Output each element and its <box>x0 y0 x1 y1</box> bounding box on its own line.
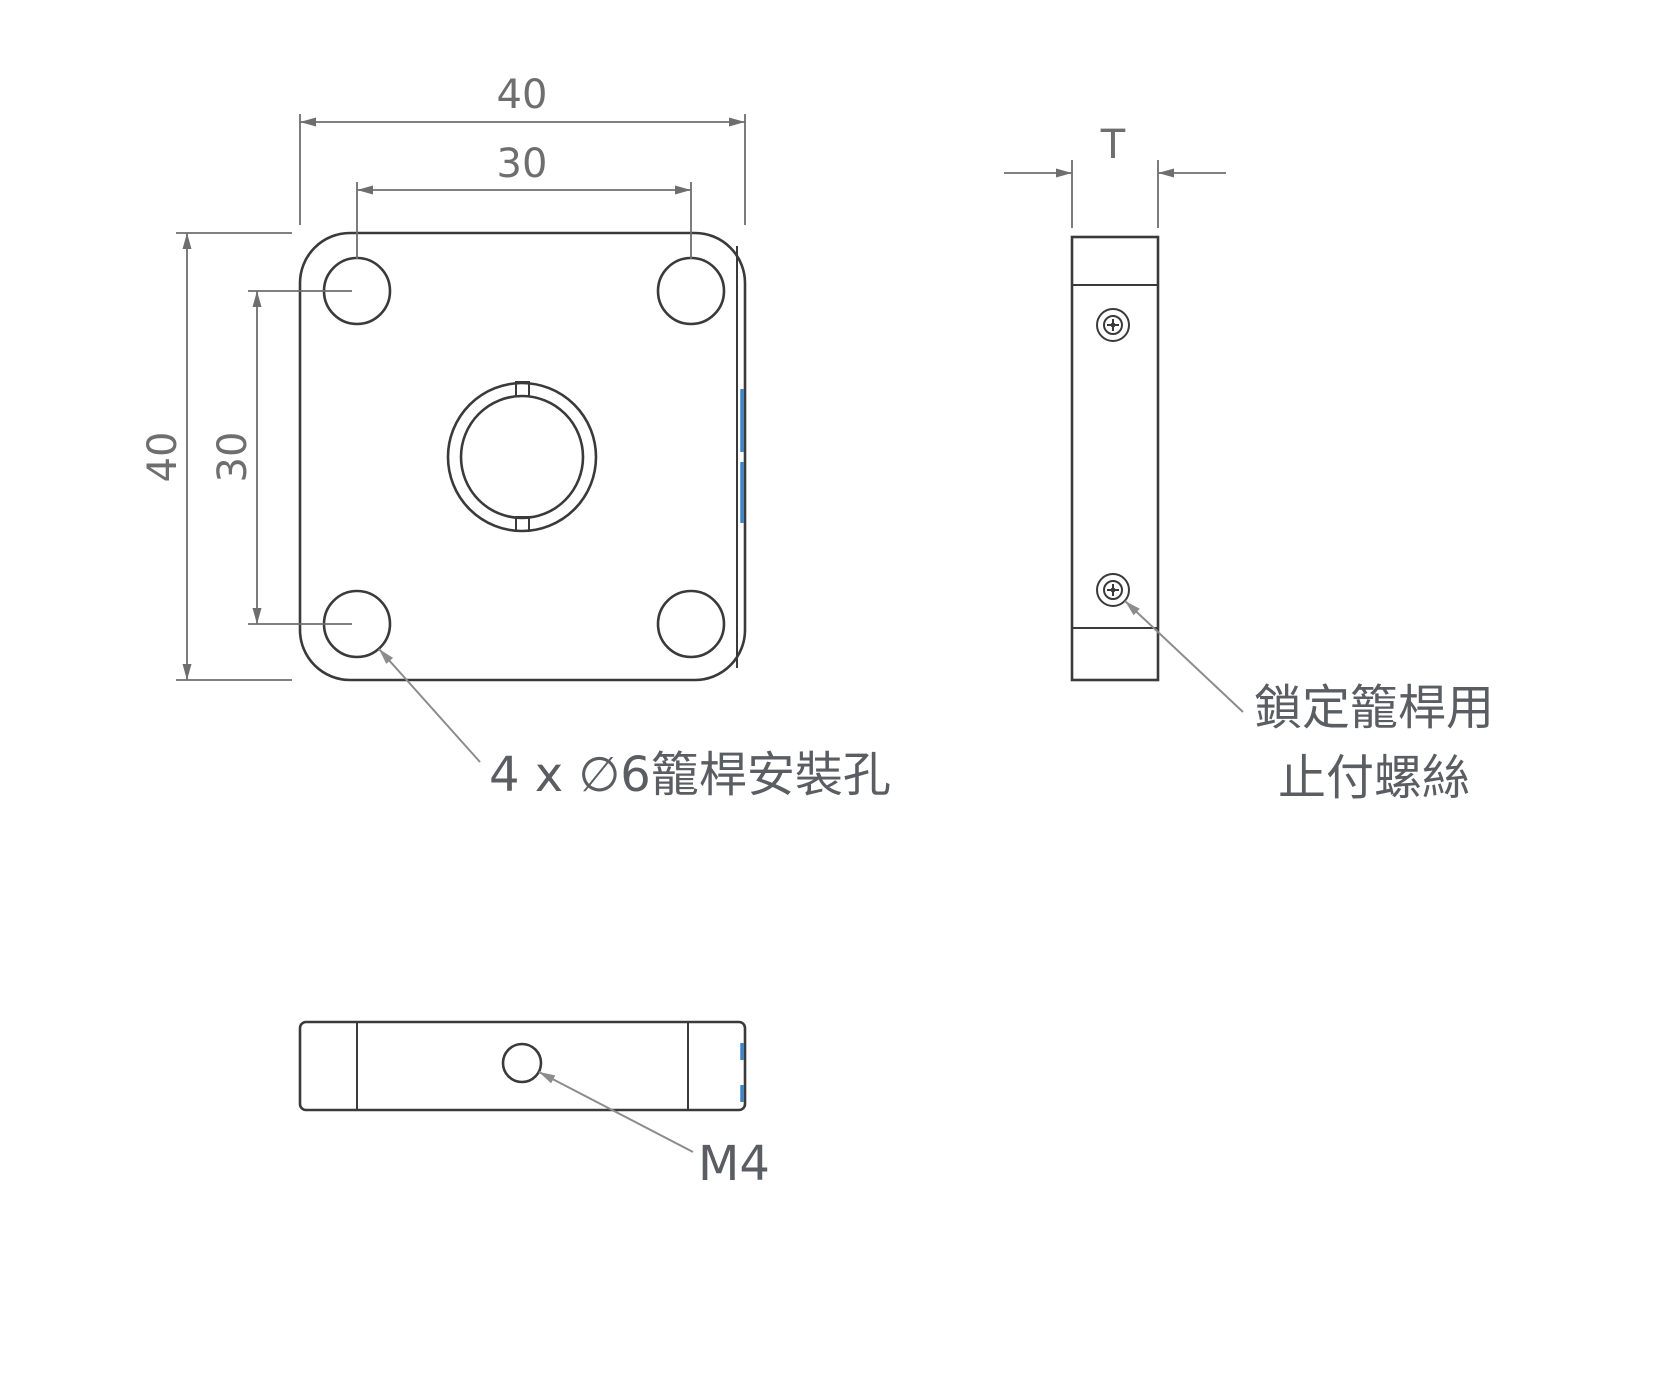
dim-label-outer-height: 40 <box>140 432 186 483</box>
mounting-holes-callout: 4 x ∅6籠桿安裝孔 <box>378 648 891 803</box>
setscrew-note-line1: 鎖定籠桿用 <box>1254 680 1494 736</box>
setscrew-note-line2: 止付螺絲 <box>1278 750 1470 806</box>
mounting-hole-bottom-right <box>656 589 726 659</box>
bottom-view: M4 <box>298 1020 770 1192</box>
mounting-hole-top-right <box>656 256 726 326</box>
front-view: 40 30 40 30 <box>140 72 891 803</box>
dim-label-outer-width: 40 <box>497 72 548 118</box>
bore-notch-bottom <box>515 516 530 532</box>
dimension-hole-spacing-width: 30 <box>356 141 692 259</box>
m4-callout: M4 <box>538 1071 770 1192</box>
setscrew-bottom <box>1096 573 1130 607</box>
dim-label-hole-spacing-height: 30 <box>210 432 256 483</box>
plate-outline <box>298 231 747 682</box>
setscrew-top <box>1096 308 1130 342</box>
dimension-outer-width: 40 <box>299 72 746 225</box>
dim-label-thickness: T <box>1100 122 1126 168</box>
m4-note: M4 <box>698 1136 770 1192</box>
dimension-thickness: T <box>1004 122 1226 228</box>
mounting-holes-note: 4 x ∅6籠桿安裝孔 <box>489 747 891 803</box>
side-profile-outline <box>1070 235 1160 682</box>
m4-tapped-hole <box>501 1042 543 1084</box>
setscrew-callout: 鎖定籠桿用 止付螺絲 <box>1124 600 1494 806</box>
dimension-outer-height: 40 <box>140 232 292 681</box>
dim-label-hole-spacing-width: 30 <box>497 141 548 187</box>
bottom-profile-outline <box>298 1020 747 1112</box>
dimension-hole-spacing-height: 30 <box>210 290 352 625</box>
bore-notch-top <box>515 381 530 397</box>
side-view: T 鎖定籠桿用 止付螺絲 <box>1004 122 1494 806</box>
